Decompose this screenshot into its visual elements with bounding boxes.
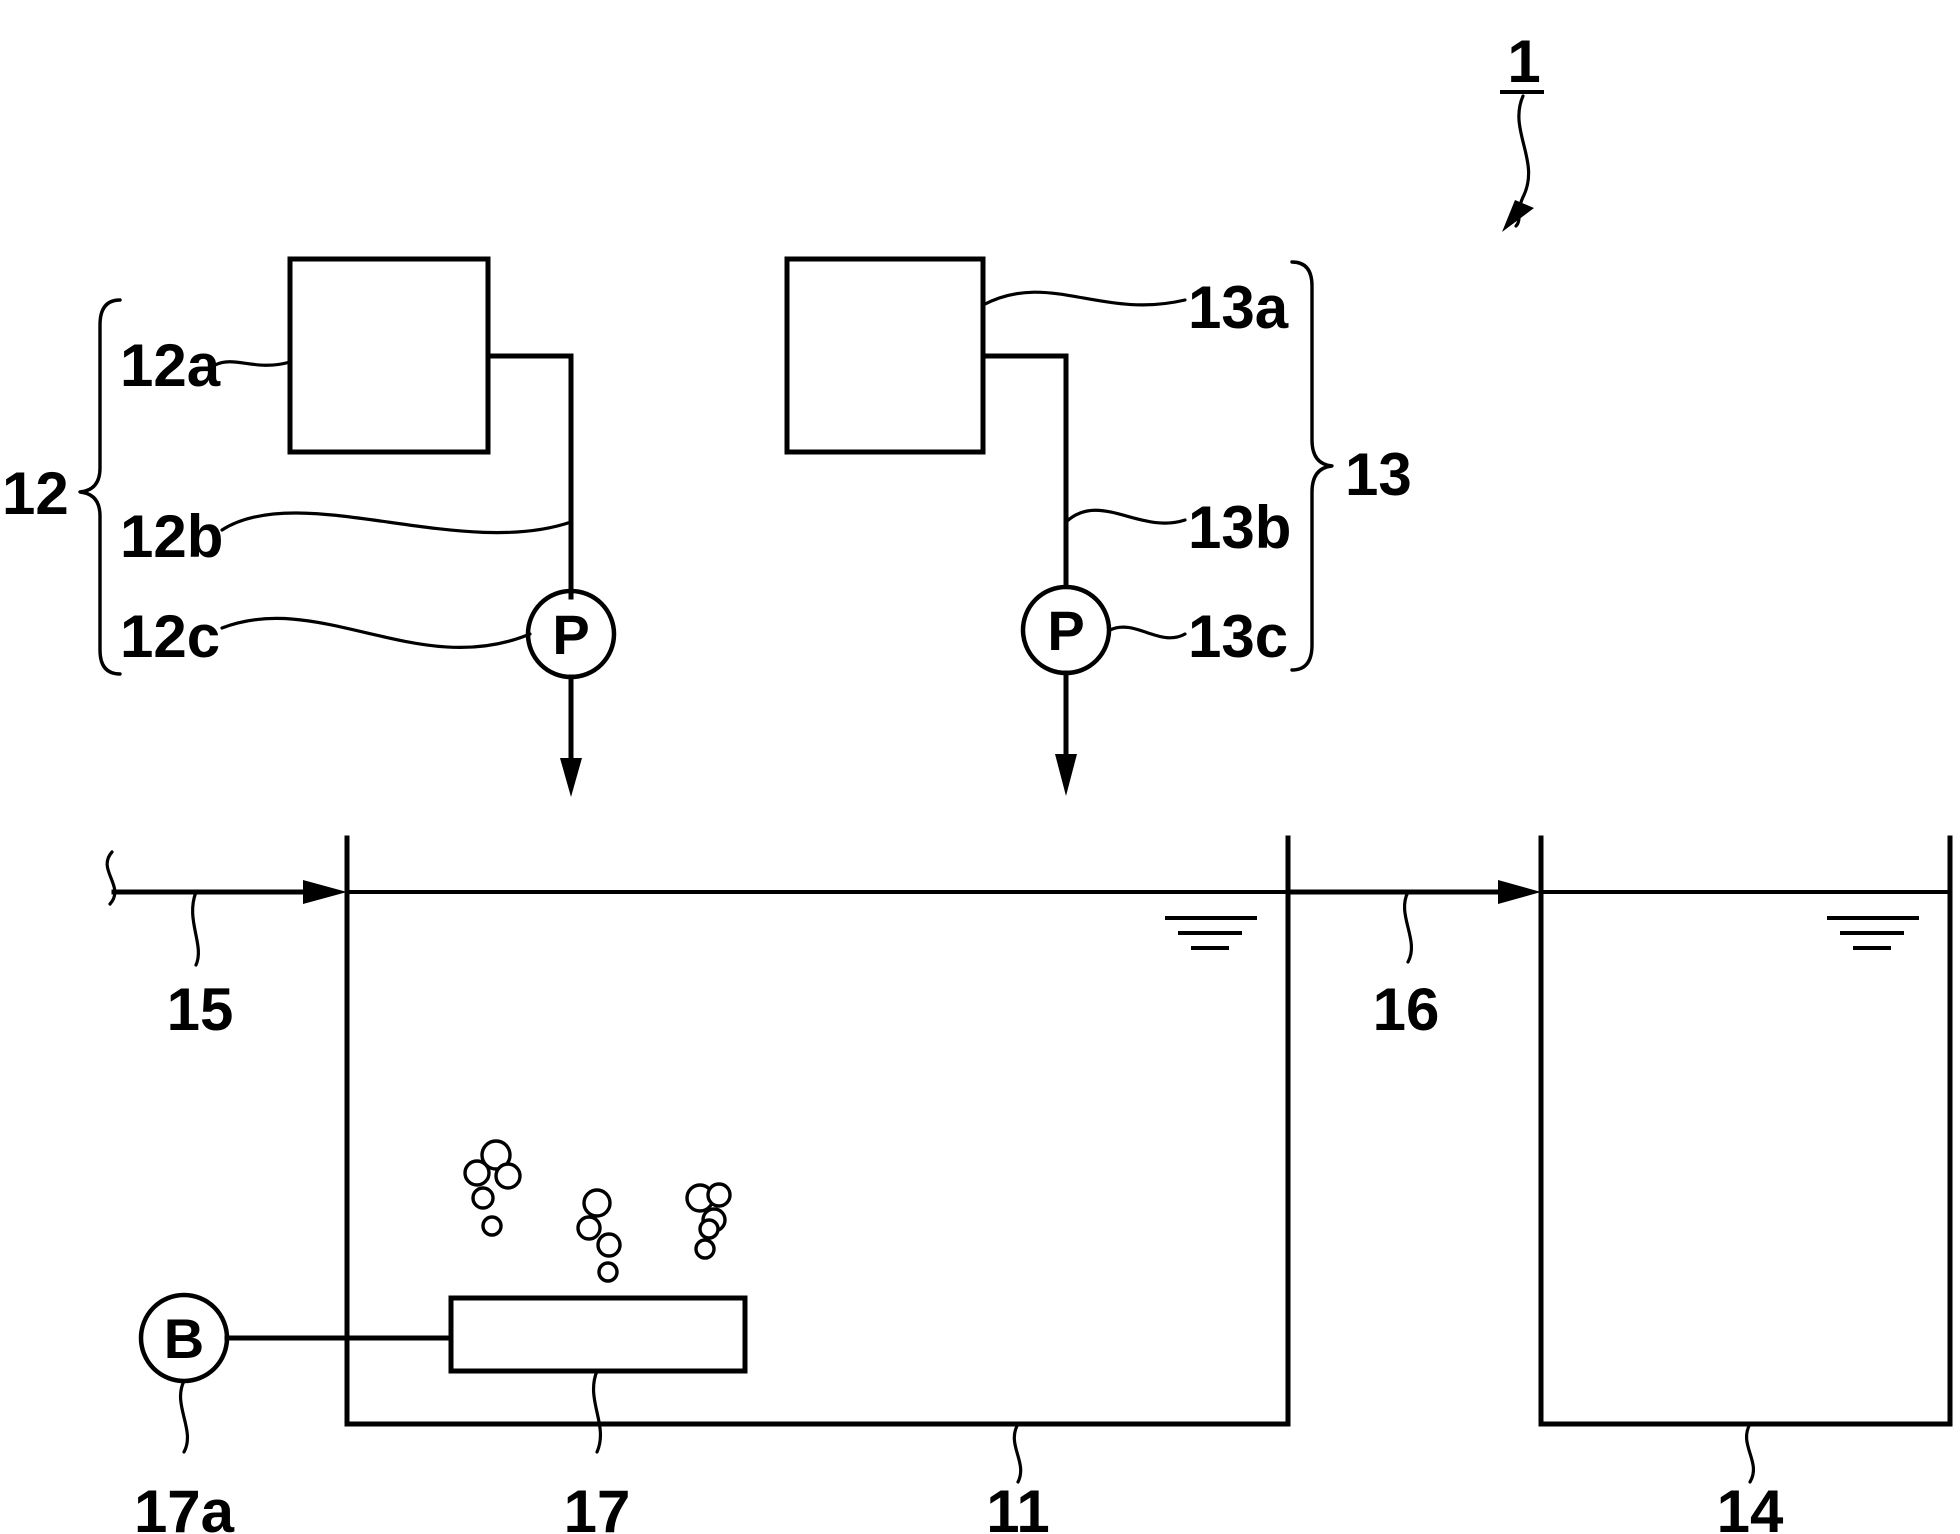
leader-15 xyxy=(191,890,200,967)
bubble xyxy=(480,1139,512,1171)
tank-14: 14 xyxy=(1538,835,1953,1534)
bubble xyxy=(597,1261,619,1283)
transfer-arrowhead xyxy=(1498,880,1541,904)
leader-14 xyxy=(1744,1422,1756,1484)
label-16: 16 xyxy=(1373,976,1440,1043)
bubble xyxy=(582,1188,612,1218)
transfer-line-16: 16 xyxy=(1285,880,1541,1043)
label-12c: 12c xyxy=(120,603,220,670)
inflow-arrowhead xyxy=(303,880,347,904)
aeration-system: B 17a 17 xyxy=(134,1139,748,1534)
bubble xyxy=(596,1232,622,1258)
bubble xyxy=(481,1215,503,1237)
bubble xyxy=(706,1182,732,1208)
label-13a: 13a xyxy=(1188,274,1289,341)
leader-16 xyxy=(1402,890,1414,964)
inflow-line-15: 15 xyxy=(105,850,347,1043)
inflow-break-mark xyxy=(105,850,117,906)
bubble xyxy=(471,1186,495,1210)
leader-13b xyxy=(1064,508,1187,525)
bubble xyxy=(694,1238,716,1260)
supply-unit-13: P 13a 13b 13c 13 xyxy=(784,256,1412,796)
water-level-symbol-11 xyxy=(1165,916,1257,950)
brace-12 xyxy=(78,298,122,676)
label-15: 15 xyxy=(167,976,234,1043)
bubble xyxy=(698,1218,720,1240)
bubble xyxy=(576,1215,602,1241)
air-bubbles xyxy=(463,1139,732,1283)
label-17a: 17a xyxy=(134,1478,235,1534)
water-level-symbol-14 xyxy=(1827,916,1919,950)
label-1-arrowhead xyxy=(1502,200,1534,232)
tank-11: 11 xyxy=(344,835,1291,1534)
blower-17a-symbol: B xyxy=(164,1307,204,1370)
pipe-12b xyxy=(485,353,574,600)
bubble xyxy=(463,1159,491,1187)
leader-13c xyxy=(1108,625,1187,640)
label-12a: 12a xyxy=(120,332,221,399)
system-reference: 1 xyxy=(1500,28,1544,232)
tank-11-walls xyxy=(344,835,1291,1427)
leader-17a xyxy=(178,1379,190,1454)
label-14: 14 xyxy=(1717,1478,1784,1534)
leader-11 xyxy=(1012,1422,1023,1484)
leader-17 xyxy=(591,1369,603,1454)
label-13c: 13c xyxy=(1188,603,1288,670)
brace-13 xyxy=(1290,260,1334,672)
pipe-13b xyxy=(980,353,1069,588)
label-13: 13 xyxy=(1345,441,1412,508)
feed-arrowhead-12 xyxy=(560,758,582,797)
label-1: 1 xyxy=(1507,28,1540,95)
label-12b: 12b xyxy=(120,503,223,570)
tank-14-walls xyxy=(1538,835,1953,1427)
bubble xyxy=(494,1162,522,1190)
leader-12a xyxy=(213,360,292,367)
label-11: 11 xyxy=(986,1478,1049,1534)
supply-unit-12: P 12a 12b 12c 12 xyxy=(2,256,617,797)
reservoir-13a xyxy=(784,256,986,455)
diffuser-17 xyxy=(448,1295,748,1374)
label-17: 17 xyxy=(564,1478,631,1534)
leader-12b xyxy=(220,511,573,535)
label-13b: 13b xyxy=(1188,494,1291,561)
pump-13c-symbol: P xyxy=(1047,599,1084,662)
label-12: 12 xyxy=(2,460,69,527)
reservoir-12a xyxy=(287,256,491,455)
pump-12c-symbol: P xyxy=(552,603,589,666)
feed-arrowhead-13 xyxy=(1055,754,1077,796)
leader-12c xyxy=(220,616,532,650)
leader-13a xyxy=(981,290,1187,307)
